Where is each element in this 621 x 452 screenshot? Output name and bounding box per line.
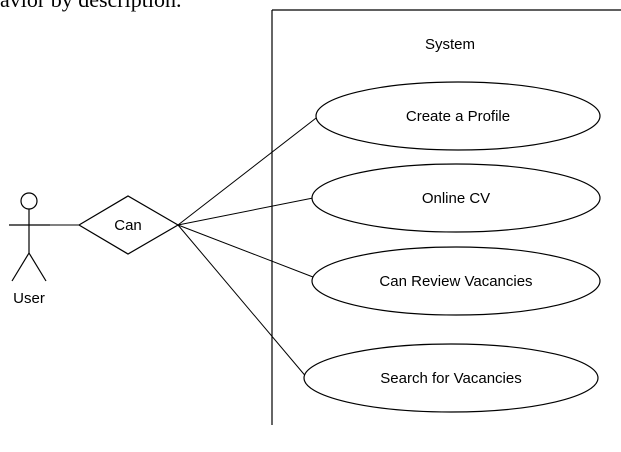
association-search-vacancies <box>177 224 309 380</box>
decision-node: Can <box>77 195 180 255</box>
system-boundary: System <box>271 9 621 425</box>
use-case-online-cv: Online CV <box>311 163 601 233</box>
actor-left-leg <box>11 252 30 282</box>
decision-diamond <box>77 195 180 255</box>
association-online-cv <box>177 197 314 226</box>
decision-label: Can <box>114 217 142 234</box>
use-case-ellipse <box>303 343 599 413</box>
use-case-review-vacancies: Can Review Vacancies <box>311 246 601 316</box>
association-create-profile <box>177 114 321 226</box>
use-case-label: Create a Profile <box>406 108 510 125</box>
actor-right-leg <box>28 252 47 282</box>
use-case-ellipse <box>311 246 601 316</box>
system-boundary-label: System <box>425 36 475 53</box>
use-case-label: Can Review Vacancies <box>379 273 532 290</box>
use-case-ellipse <box>315 81 601 151</box>
use-case-search-vacancies: Search for Vacancies <box>303 343 599 413</box>
use-case-ellipse <box>311 163 601 233</box>
actor-user: User <box>9 192 50 307</box>
actor-head-icon <box>20 192 38 210</box>
association-review-vacancies <box>177 224 314 278</box>
associations <box>177 114 321 380</box>
use-case-label: Online CV <box>422 190 490 207</box>
use-case-label: Search for Vacancies <box>380 370 521 387</box>
use-case-create-profile: Create a Profile <box>315 81 601 151</box>
cropped-caption-text: avior by description. <box>0 0 181 13</box>
actor-label: User <box>13 290 45 307</box>
